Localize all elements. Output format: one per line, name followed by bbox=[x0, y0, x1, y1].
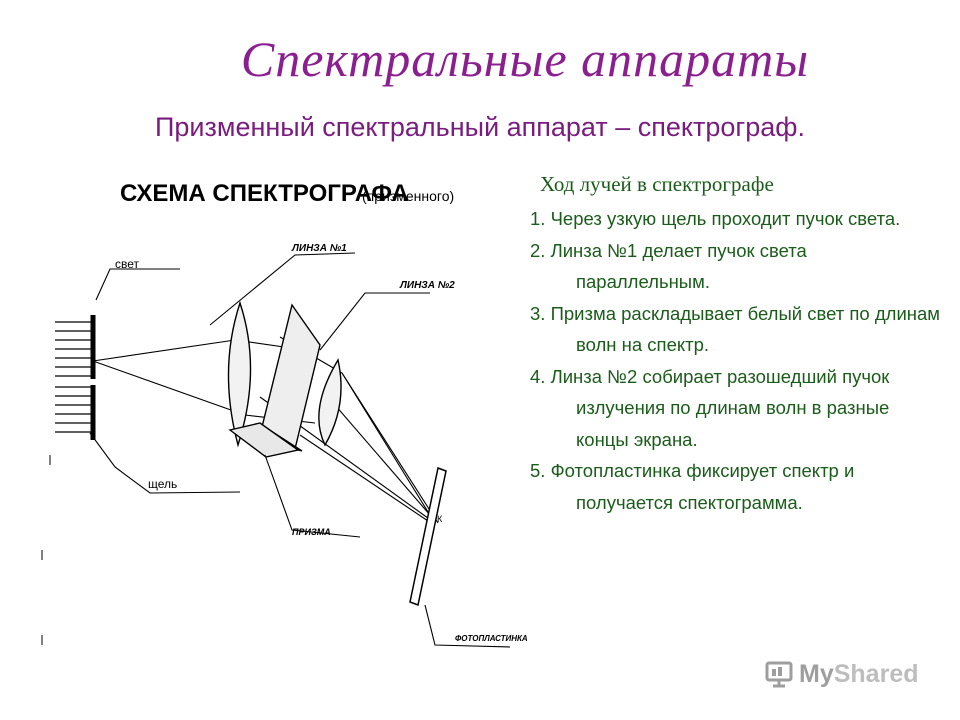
prism-face bbox=[228, 422, 300, 458]
step-item: 2. Линза №1 делает пучок света параллель… bbox=[530, 239, 807, 293]
step-item: 3. Призма раскладывает белый свет по дли… bbox=[530, 302, 940, 356]
steps-list: 1. Через узкую щель проходит пучок света… bbox=[530, 203, 940, 518]
steps-heading: Ход лучей в спектрографе bbox=[540, 172, 774, 196]
lens-2 bbox=[318, 358, 342, 447]
step-item: 4. Линза №2 собирает разошедший пучок из… bbox=[530, 365, 890, 450]
watermark-text: MyShared bbox=[799, 660, 919, 689]
watermark-text-part-2: Shared bbox=[833, 659, 919, 688]
presentation-icon bbox=[765, 661, 793, 688]
light-rays bbox=[55, 321, 92, 433]
step-item: 5. Фотопластинка фиксирует спектр и полу… bbox=[530, 460, 855, 513]
label-light: свет bbox=[115, 257, 140, 271]
diagram-heading: СХЕМА СПЕКТРОГРАФА bbox=[120, 180, 409, 207]
label-leaders bbox=[89, 252, 511, 648]
prism bbox=[261, 303, 321, 452]
label-prism: ПРИЗМА bbox=[292, 527, 331, 537]
scan-marks bbox=[41, 455, 51, 645]
label-slit: щель bbox=[148, 477, 177, 491]
label-lens-2: ЛИНЗА №2 bbox=[399, 280, 455, 291]
diagram-heading-note: (призменного) bbox=[362, 188, 454, 204]
point-k-label: К bbox=[437, 514, 443, 524]
slide-subtitle: Призменный спектральный аппарат – спектр… bbox=[155, 112, 805, 142]
slide-title: Спектральные аппараты bbox=[240, 31, 810, 87]
photo-plate bbox=[409, 466, 447, 607]
watermark-logo: MyShared bbox=[764, 657, 919, 691]
step-item: 1. Через узкую щель проходит пучок света… bbox=[530, 208, 901, 229]
label-plate: ФОТОПЛАСТИНКА bbox=[455, 634, 528, 643]
spectrograph-diagram: СХЕМА СПЕКТРОГРАФА (призменного) К bbox=[41, 180, 528, 648]
watermark-text-part-1: My bbox=[799, 659, 834, 688]
lens-1 bbox=[227, 300, 252, 448]
label-lens-1: ЛИНЗА №1 bbox=[291, 243, 347, 254]
